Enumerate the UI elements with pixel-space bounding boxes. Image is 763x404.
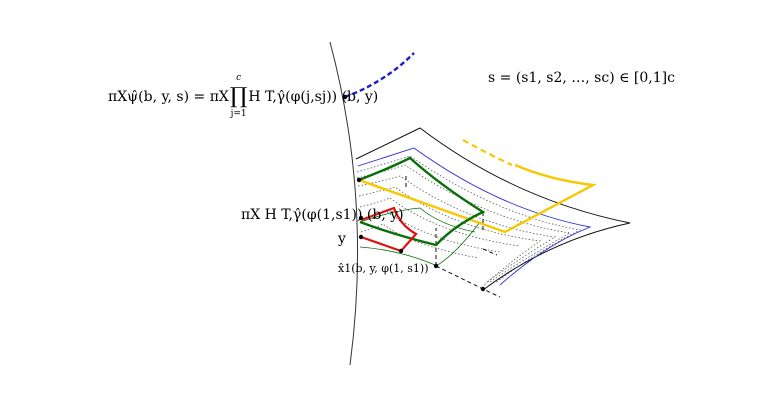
H-label: πX H T,γ̂(φ(1,s1)) (b, y) <box>241 207 404 223</box>
red-thick-outline <box>360 206 418 253</box>
blue-dashed-curve <box>344 52 415 99</box>
product-lower: j=1 <box>230 109 247 119</box>
s-definition: s = (s1, s2, …, sc) ∈ [0,1]c <box>488 70 675 86</box>
base-curve <box>329 41 359 366</box>
product-upper: c <box>236 73 242 83</box>
dotted-isolines <box>356 155 582 286</box>
product-symbol: c∏j=1 <box>229 74 249 119</box>
yellow-surface-outline <box>358 163 597 234</box>
y-label: y <box>338 231 346 247</box>
marker-dots <box>342 94 486 292</box>
sheet-outer-boundary <box>355 127 631 291</box>
psi-lhs: πXψ̂(b, y, s) = πX <box>108 89 229 105</box>
blue-inner-curve <box>357 147 592 286</box>
x1-label: x̂1(b, y, φ(1, s1)) <box>338 262 429 275</box>
yellow-dashed-curve <box>462 139 513 167</box>
psi-rhs: H T,γ̂(φ(j,sj)) (b, y) <box>248 89 379 105</box>
